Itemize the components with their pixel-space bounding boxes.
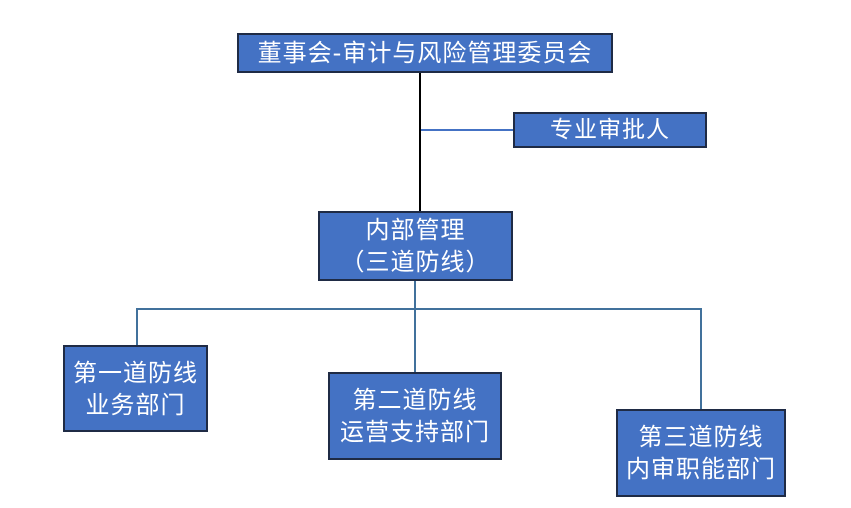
node-second-line-label-line2: 运营支持部门 [340, 418, 490, 446]
connector-board-to-internal [419, 73, 421, 211]
node-professional-approver: 专业审批人 [513, 112, 707, 148]
node-third-line-label-line2: 内审职能部门 [626, 455, 776, 483]
node-internal-label-line1: 内部管理 [365, 216, 466, 244]
connector-drop-to-defense3 [700, 308, 702, 409]
node-internal-label-line2: （三道防线） [340, 248, 491, 276]
node-first-line-label-line2: 业务部门 [85, 390, 186, 419]
node-second-line-defense: 第二道防线 运营支持部门 [328, 372, 502, 460]
connector-internal-to-defense2 [414, 281, 416, 372]
node-third-line-label-line1: 第三道防线 [638, 423, 764, 451]
node-second-line-label-line1: 第二道防线 [352, 386, 478, 414]
node-approver-label: 专业审批人 [550, 117, 670, 143]
node-board-audit-risk-committee: 董事会-审计与风险管理委员会 [237, 33, 613, 73]
node-first-line-label-line1: 第一道防线 [73, 358, 198, 387]
node-internal-management: 内部管理 （三道防线） [318, 211, 513, 281]
connector-branch-to-approver [421, 129, 513, 131]
node-third-line-defense: 第三道防线 内审职能部门 [616, 409, 786, 497]
connector-drop-to-defense1 [136, 308, 138, 345]
node-first-line-defense: 第一道防线 业务部门 [63, 345, 208, 432]
connector-distribution-line [137, 308, 702, 310]
node-board-label: 董事会-审计与风险管理委员会 [257, 39, 593, 67]
